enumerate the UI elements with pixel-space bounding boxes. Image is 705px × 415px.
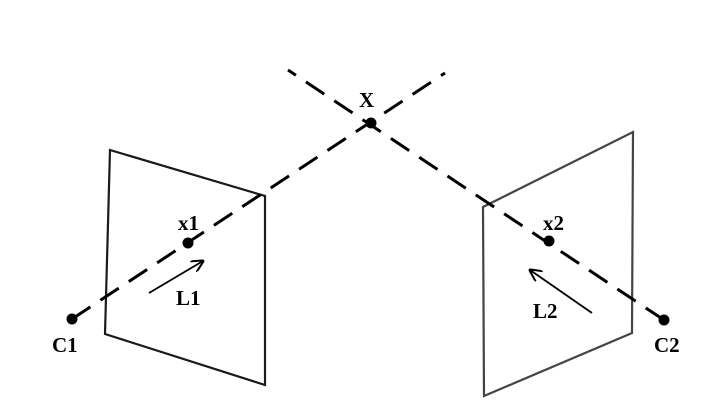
image-point-2-label: x2 [543, 211, 564, 235]
line-1-label: L1 [176, 286, 201, 310]
right-image-plane [481, 130, 635, 398]
world-point-x [365, 117, 377, 129]
ray-c2-through-x2 [287, 68, 665, 322]
image-point-x1 [182, 237, 194, 249]
camera-center-c2 [658, 314, 670, 326]
line-l2-arrow [530, 270, 593, 314]
camera-center-c1 [66, 313, 78, 325]
camera-center-2-label: C2 [654, 333, 680, 357]
line-2-label: L2 [533, 299, 558, 323]
world-point-label: X [359, 88, 374, 112]
camera-center-1-label: C1 [52, 333, 78, 357]
image-point-x2 [543, 235, 555, 247]
image-point-1-label: x1 [178, 211, 199, 235]
line-l1-arrow [148, 261, 203, 294]
ray-c1-through-x1 [71, 71, 446, 321]
left-image-plane [103, 148, 267, 387]
